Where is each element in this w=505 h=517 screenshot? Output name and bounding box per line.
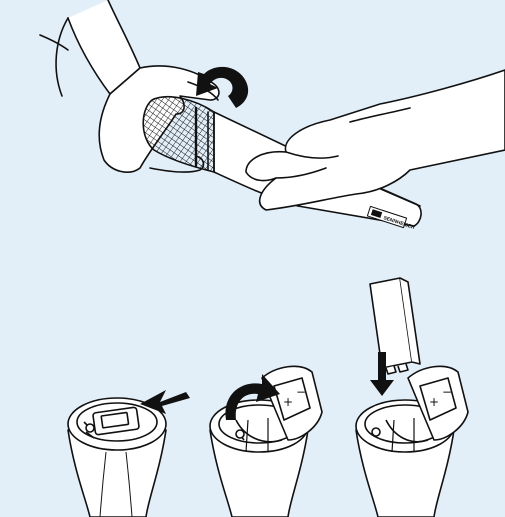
polarity-minus-2: −	[442, 385, 452, 399]
polarity-minus-1: −	[296, 385, 306, 399]
polarity-plus-1: +	[283, 395, 293, 409]
polarity-plus-2: +	[429, 395, 439, 409]
